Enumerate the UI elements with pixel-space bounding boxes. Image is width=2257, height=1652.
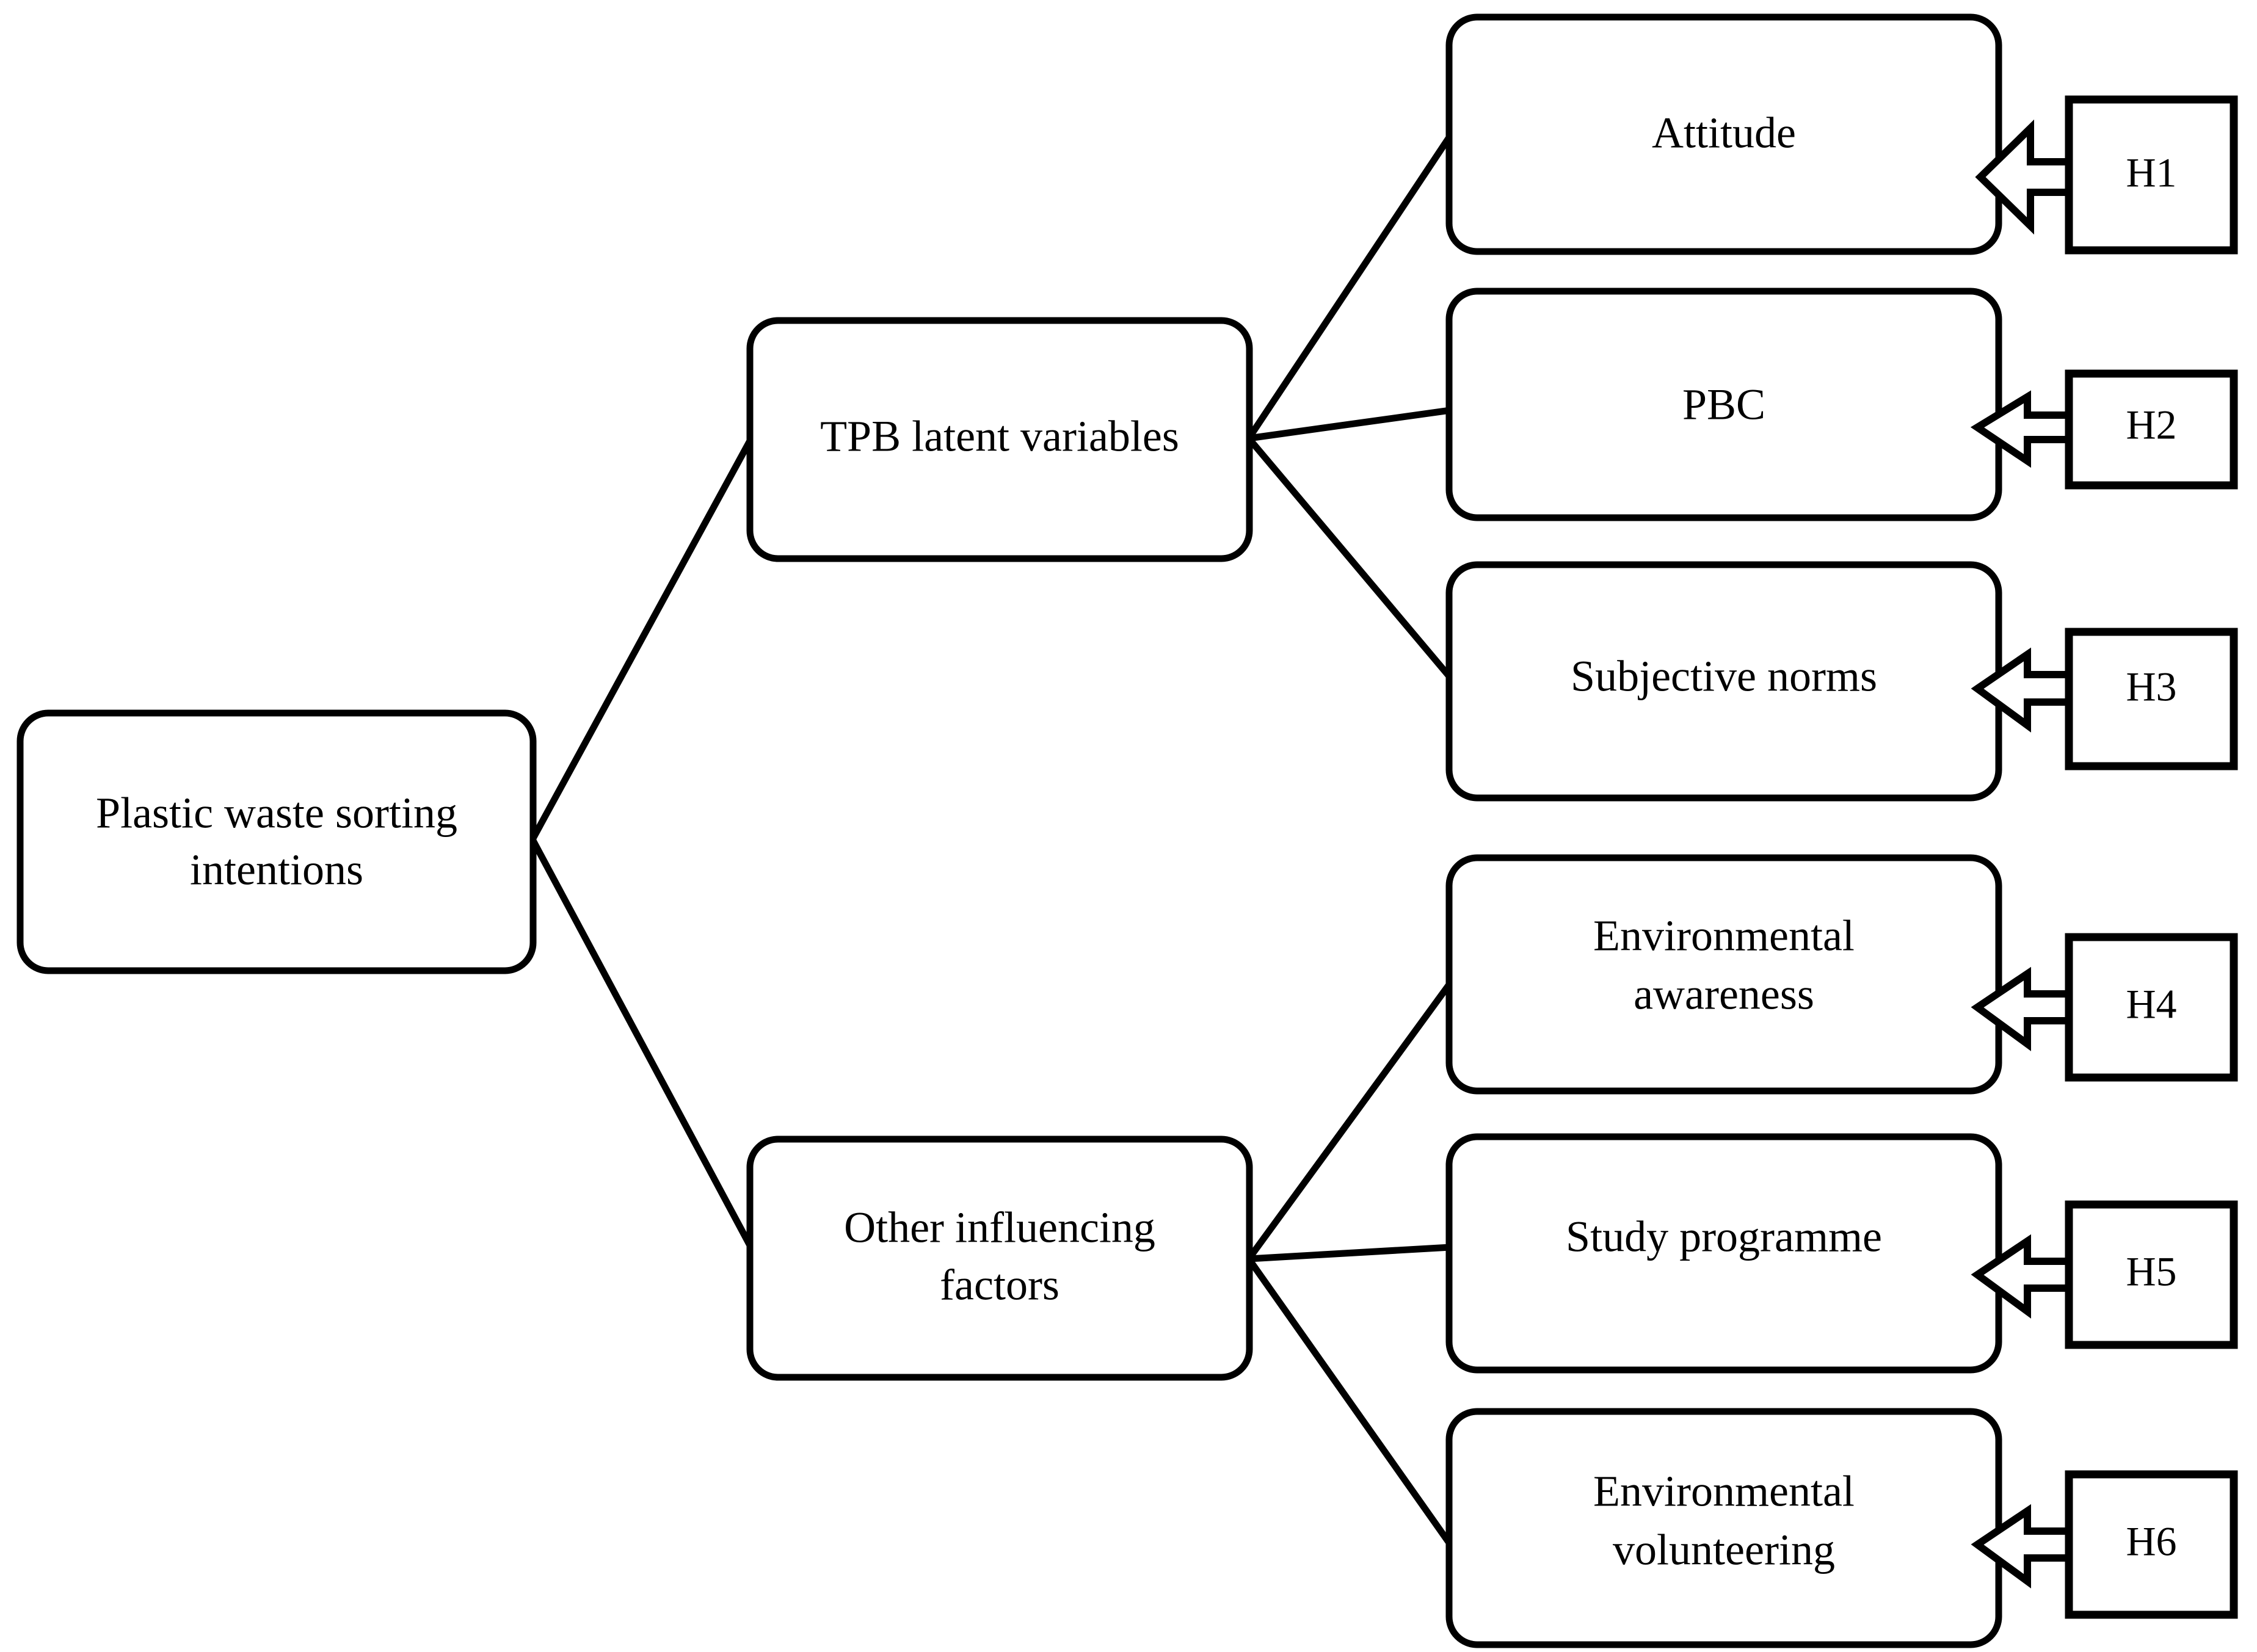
- hypothesis-h6-box: [2065, 1470, 2238, 1619]
- node-root-label-line2: intentions: [190, 846, 363, 894]
- hypothesis-h1-box: [2065, 95, 2238, 255]
- node-env-awareness-box: [1445, 854, 2002, 1095]
- node-env-awareness-label-line2: awareness: [1634, 970, 1814, 1019]
- node-env-volunteering-label-line2: volunteering: [1613, 1526, 1835, 1574]
- node-env-awareness-label-line1: Environmental: [1593, 911, 1855, 960]
- node-pbc-box: [1445, 288, 2002, 521]
- node-root[interactable]: Plastic waste sorting intentions: [16, 709, 537, 974]
- hypothesis-h6[interactable]: H6: [1971, 1470, 2238, 1619]
- hypothesis-h6-label: H6: [2126, 1518, 2176, 1565]
- connector-root-to-tpb: [529, 439, 753, 841]
- connectors-other: [1246, 980, 1453, 1547]
- hypothesis-h2-label: H2: [2126, 402, 2176, 448]
- connector-other-to-study-programme: [1248, 1244, 1451, 1263]
- connector-root-to-other: [529, 838, 753, 1247]
- node-other-label-line2: factors: [940, 1261, 1059, 1310]
- node-pbc-label-line1: PBC: [1682, 380, 1765, 429]
- node-other-influencing-factors[interactable]: Other influencing factors: [746, 1136, 1253, 1381]
- node-subjective-norms-label-line1: Subjective norms: [1571, 652, 1877, 701]
- node-attitude-box: [1445, 13, 2002, 255]
- connectors-tpb: [1246, 133, 1453, 680]
- node-attitude[interactable]: Attitude: [1445, 13, 2002, 255]
- hypothesis-h5[interactable]: H5: [1971, 1200, 2238, 1349]
- node-env-volunteering[interactable]: Environmental volunteering: [1445, 1408, 2002, 1648]
- hypothesis-h1[interactable]: H1: [1975, 95, 2238, 255]
- node-env-awareness[interactable]: Environmental awareness: [1445, 854, 2002, 1095]
- node-root-box: [16, 709, 537, 974]
- node-pbc[interactable]: PBC: [1445, 288, 2002, 521]
- hypothesis-h3-label: H3: [2126, 664, 2176, 710]
- hypothesis-h4[interactable]: H4: [1971, 933, 2238, 1082]
- hypothesis-h3-box: [2065, 628, 2238, 770]
- connector-tpb-to-pbc: [1248, 407, 1451, 442]
- node-subjective-norms[interactable]: Subjective norms: [1445, 561, 2002, 802]
- node-tpb-label: TPB latent variables: [820, 412, 1179, 461]
- node-other-label-line1: Other influencing: [844, 1203, 1155, 1252]
- node-study-programme-box: [1445, 1133, 2002, 1374]
- connector-tpb-to-attitude: [1246, 133, 1453, 441]
- node-tpb-box: [746, 317, 1253, 562]
- hypothesis-h2-box: [2065, 369, 2238, 490]
- hypothesis-h4-box: [2065, 933, 2238, 1082]
- node-attitude-label-line1: Attitude: [1652, 109, 1796, 158]
- node-root-label-line1: Plastic waste sorting: [96, 789, 457, 838]
- hypothesis-h5-box: [2065, 1200, 2238, 1349]
- connectors-root: [529, 439, 753, 1247]
- node-env-volunteering-label-line1: Environmental: [1593, 1467, 1855, 1516]
- connector-other-to-env-awareness: [1246, 980, 1453, 1261]
- hypothesis-h5-label: H5: [2126, 1248, 2176, 1295]
- hypothesis-h1-label: H1: [2126, 150, 2176, 196]
- connector-other-to-env-volunteering: [1246, 1256, 1453, 1547]
- node-other-box: [746, 1136, 1253, 1381]
- node-tpb-latent-variables[interactable]: TPB latent variables: [746, 317, 1253, 562]
- node-study-programme[interactable]: Study programme: [1445, 1133, 2002, 1374]
- hypothesis-h2[interactable]: H2: [1970, 369, 2238, 490]
- hypothesis-h4-label: H4: [2126, 981, 2176, 1027]
- node-study-programme-label-line1: Study programme: [1566, 1212, 1882, 1261]
- connector-tpb-to-subjective-norms: [1246, 436, 1453, 680]
- hypothesis-h3[interactable]: H3: [1971, 628, 2238, 770]
